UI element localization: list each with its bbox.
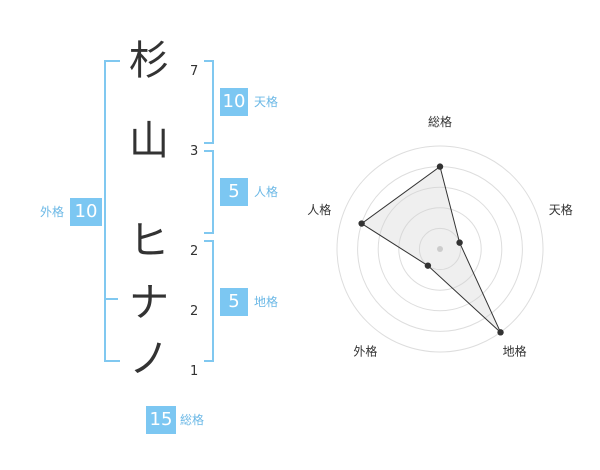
name-char-3: ヒ xyxy=(129,218,169,264)
radar-point-1 xyxy=(436,163,444,170)
gaikaku-bracket xyxy=(104,60,120,362)
tenkaku-value: 10 xyxy=(220,88,248,116)
radar-axis-label-2: 天格 xyxy=(549,202,573,217)
radar-series-polygon xyxy=(360,165,501,333)
radar-ring-5 xyxy=(336,145,544,353)
gaikaku-bracket-tick xyxy=(104,298,118,300)
jinkaku-label: 人格 xyxy=(254,185,279,199)
radar-axis-label-1: 総格 xyxy=(428,114,452,129)
chikaku-label: 地格 xyxy=(254,295,279,309)
chikaku-bracket xyxy=(204,240,214,362)
tenkaku-bracket xyxy=(204,60,214,144)
jinkaku-bracket xyxy=(204,150,214,234)
name-char-2: 山 xyxy=(129,118,169,164)
stroke-count-1: 7 xyxy=(190,64,199,79)
radar-axis-label-4: 外格 xyxy=(353,344,377,359)
stroke-count-4: 2 xyxy=(190,304,199,319)
stroke-count-5: 1 xyxy=(190,364,199,379)
stroke-count-2: 3 xyxy=(190,144,199,159)
radar-ring-1 xyxy=(418,227,462,271)
radar-axis-label-5: 人格 xyxy=(307,202,331,217)
name-char-4: ナ xyxy=(129,280,169,326)
gaikaku-label: 外格 xyxy=(40,205,65,219)
radar-point-5 xyxy=(358,220,365,227)
radar-point-2 xyxy=(456,239,463,246)
soukaku-label: 総格 xyxy=(180,413,205,427)
name-char-1: 杉 xyxy=(129,38,169,84)
chikaku-value: 5 xyxy=(220,288,248,316)
radar-point-4 xyxy=(424,262,432,269)
stroke-count-3: 2 xyxy=(190,244,199,259)
radar-ring-2 xyxy=(398,207,482,291)
gaikaku-value: 10 xyxy=(70,198,102,226)
name-char-5: ノ xyxy=(129,336,169,382)
jinkaku-value: 5 xyxy=(220,178,248,206)
radar-ring-3 xyxy=(377,186,503,312)
radar-center-dot xyxy=(437,246,443,252)
soukaku-value: 15 xyxy=(146,406,176,434)
tenkaku-label: 天格 xyxy=(254,95,279,109)
radar-point-3 xyxy=(497,329,504,336)
radar-axis-label-3: 地格 xyxy=(503,344,527,359)
